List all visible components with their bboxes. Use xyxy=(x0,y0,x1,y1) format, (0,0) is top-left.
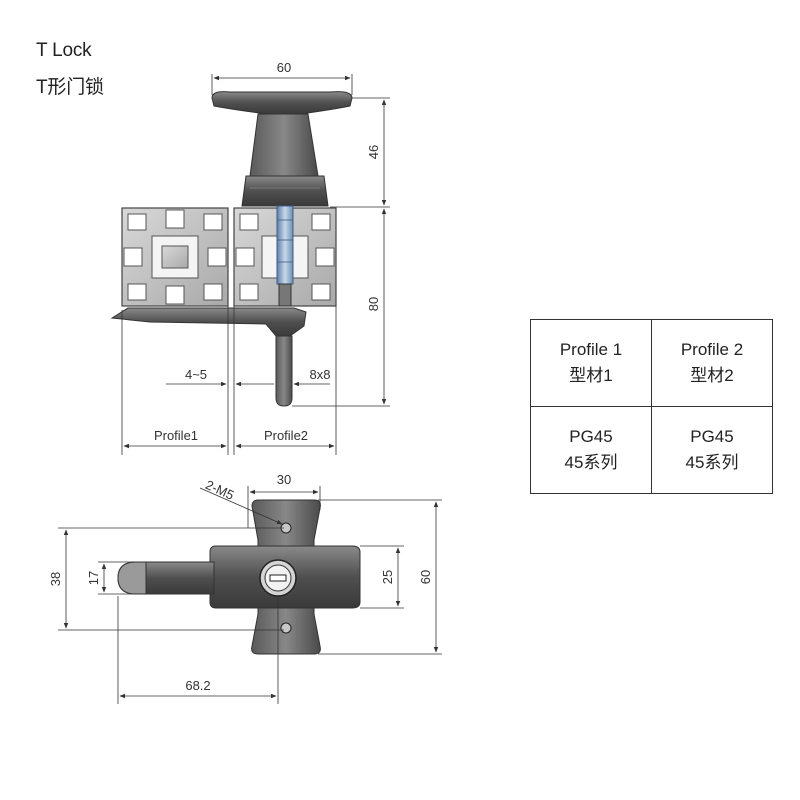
table-header-cell: Profile 2 型材2 xyxy=(651,319,773,407)
table-cell: PG45 45系列 xyxy=(651,406,773,494)
dim-base-height: 38 xyxy=(48,572,63,586)
latch-cam xyxy=(110,307,307,407)
dimension-labels-bottom: 30 2-M5 38 17 25 60 68.2 xyxy=(48,472,433,693)
dim-handle-width: 60 xyxy=(277,60,291,75)
handle-side-view xyxy=(211,91,353,207)
dim-gap: 4~5 xyxy=(185,367,207,382)
table-header-cell: Profile 1 型材1 xyxy=(530,319,652,407)
dim-screw-pitch: 30 xyxy=(277,472,291,487)
handle-front-view xyxy=(117,499,361,655)
dim-cam: 8x8 xyxy=(310,367,331,382)
dim-profile2: Profile2 xyxy=(264,428,308,443)
title-english: T Lock xyxy=(36,40,92,61)
header-zh: 型材2 xyxy=(690,366,734,385)
dim-head-width: 25 xyxy=(380,570,395,584)
dimension-labels-top: 60 46 80 4~5 8x8 Profile1 Profile2 xyxy=(154,60,381,443)
profile-table: Profile 1 型材1 Profile 2 型材2 PG45 45系列 PG… xyxy=(530,319,773,494)
dimension-lines-bottom xyxy=(58,486,442,704)
title-chinese: T形门锁 xyxy=(36,77,104,98)
header-en: Profile 2 xyxy=(680,340,744,359)
aluminum-profile-1 xyxy=(121,207,229,307)
lock-shaft xyxy=(276,205,294,307)
table-header-row: Profile 1 型材1 Profile 2 型材2 xyxy=(530,319,773,407)
table-row: PG45 45系列 PG45 45系列 xyxy=(530,406,773,494)
dim-handle-height: 46 xyxy=(366,145,381,159)
cell-zh: 45系列 xyxy=(564,453,618,472)
cell-en: PG45 xyxy=(569,427,613,446)
cell-zh: 45系列 xyxy=(685,453,739,472)
dim-plate-height: 60 xyxy=(418,570,433,584)
header-en: Profile 1 xyxy=(559,340,623,359)
dimension-lines-top xyxy=(121,74,390,455)
dim-overall-length: 68.2 xyxy=(185,678,210,693)
cell-en: PG45 xyxy=(690,427,734,446)
table-cell: PG45 45系列 xyxy=(530,406,652,494)
dim-lock-length: 80 xyxy=(366,297,381,311)
dim-screw: 2-M5 xyxy=(203,477,236,503)
dim-shaft-height: 17 xyxy=(86,571,101,585)
header-zh: 型材1 xyxy=(569,366,613,385)
dim-profile1: Profile1 xyxy=(154,428,198,443)
